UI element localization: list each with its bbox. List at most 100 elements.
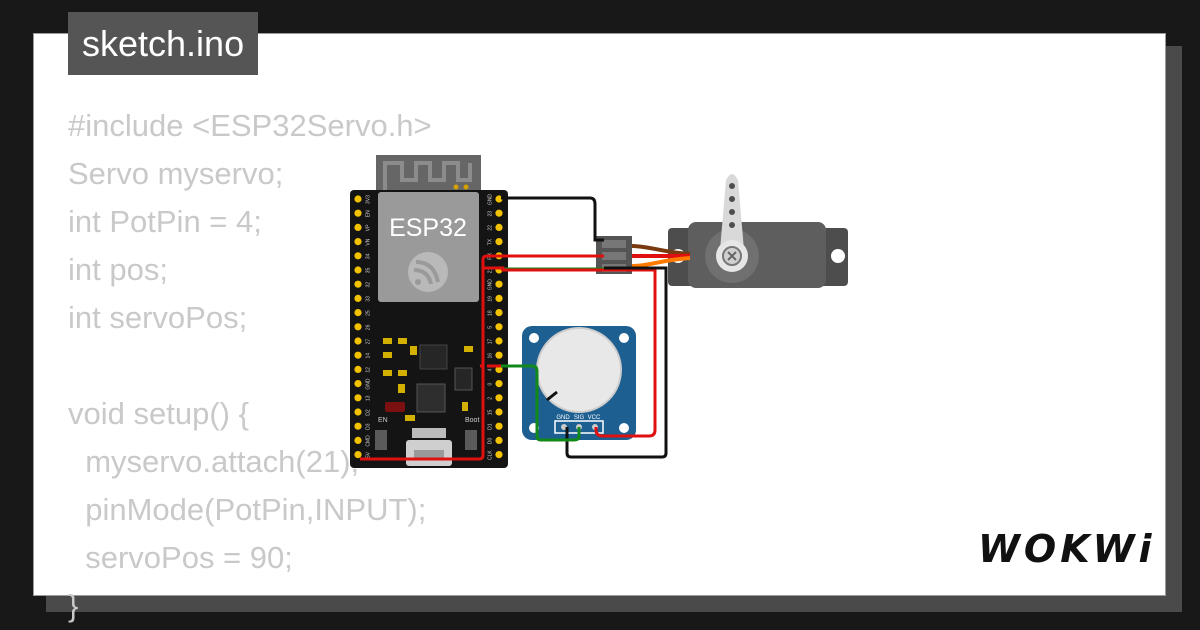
pin-label: 2 xyxy=(488,397,494,400)
code-line: int pos; xyxy=(68,252,168,287)
pin-label: 14 xyxy=(366,353,372,359)
pin-label: 25 xyxy=(366,310,372,316)
pin-dot[interactable] xyxy=(495,451,503,459)
left-pin-header: 3V3ENVPVN343532332526271412GND13D2D3CMD5… xyxy=(354,195,372,459)
pin-dot[interactable] xyxy=(354,380,362,388)
voltage-regulator xyxy=(419,344,448,370)
pin-dot[interactable] xyxy=(495,422,503,430)
pin-label: TX xyxy=(488,238,494,245)
pin-dot[interactable] xyxy=(354,294,362,302)
pin-label: VP xyxy=(366,224,372,231)
pin-dot[interactable] xyxy=(354,280,362,288)
code-line: pinMode(PotPin,INPUT); xyxy=(68,492,427,527)
pin-label: 34 xyxy=(366,253,372,259)
pin-dot[interactable] xyxy=(354,436,362,444)
code-line: } xyxy=(68,588,79,623)
wire-gnd-pot[interactable] xyxy=(565,266,668,459)
pin-label: 17 xyxy=(488,339,494,345)
pin-label: EN xyxy=(366,210,372,217)
pin-dot[interactable] xyxy=(354,422,362,430)
pin-label: GND xyxy=(366,378,372,390)
pin-label: 22 xyxy=(488,225,494,231)
pin-label: 15 xyxy=(488,410,494,416)
pin-label: 35 xyxy=(366,268,372,274)
wokwi-logo[interactable]: WOKWi xyxy=(978,527,1156,571)
pin-label: 16 xyxy=(488,353,494,359)
pin-label: D1 xyxy=(488,423,494,430)
pin-label: 4 xyxy=(488,368,494,371)
pin-dot[interactable] xyxy=(354,351,362,359)
wire-vcc-pot[interactable] xyxy=(483,266,657,438)
potentiometer[interactable]: GND SIG VCC xyxy=(522,326,636,440)
pot-pin-sig: SIG xyxy=(574,415,585,421)
pin-label: D3 xyxy=(366,423,372,430)
pin-label: 0 xyxy=(488,382,494,385)
code-line: void setup() { xyxy=(68,396,249,431)
pin-label: CMD xyxy=(366,435,372,447)
wire-sig-pot[interactable] xyxy=(501,364,581,442)
pin-dot[interactable] xyxy=(495,309,503,317)
pin-dot[interactable] xyxy=(495,380,503,388)
preview-card xyxy=(33,33,1166,596)
pin-label: 26 xyxy=(366,324,372,330)
pin-dot[interactable] xyxy=(354,323,362,331)
pin-dot[interactable] xyxy=(495,337,503,345)
pin-dot[interactable] xyxy=(354,209,362,217)
pin-dot[interactable] xyxy=(495,294,503,302)
pin-dot[interactable] xyxy=(495,351,503,359)
pin-dot[interactable] xyxy=(354,365,362,373)
pin-dot[interactable] xyxy=(495,323,503,331)
pin-label: 3V3 xyxy=(366,195,372,204)
pin-dot[interactable] xyxy=(354,309,362,317)
pin-label: 13 xyxy=(366,395,372,401)
espressif-logo-icon xyxy=(408,252,448,292)
boot-label: Boot xyxy=(465,417,479,424)
pin-dot[interactable] xyxy=(354,266,362,274)
pin-label: 19 xyxy=(488,296,494,302)
antenna-trace xyxy=(383,161,472,190)
pin-label: GND xyxy=(488,279,494,291)
pin-dot[interactable] xyxy=(354,195,362,203)
pin-label: CLK xyxy=(488,450,494,460)
pin-dot[interactable] xyxy=(354,451,362,459)
en-label: EN xyxy=(378,417,388,424)
pin-label: 12 xyxy=(366,367,372,373)
pin-dot[interactable] xyxy=(354,238,362,246)
pin-dot[interactable] xyxy=(495,238,503,246)
pin-label: 18 xyxy=(488,310,494,316)
pin-label: 27 xyxy=(366,339,372,345)
pin-dot[interactable] xyxy=(495,209,503,217)
pin-dot[interactable] xyxy=(495,436,503,444)
filename-tab[interactable]: sketch.ino xyxy=(68,12,259,75)
pin-dot[interactable] xyxy=(495,365,503,373)
pin-label: D2 xyxy=(366,409,372,416)
pin-dot[interactable] xyxy=(354,223,362,231)
boot-button[interactable] xyxy=(465,430,477,450)
pin-dot[interactable] xyxy=(495,394,503,402)
pin-label: D0 xyxy=(488,437,494,444)
pin-dot[interactable] xyxy=(495,223,503,231)
en-button[interactable] xyxy=(375,430,387,450)
pot-pin-gnd: GND xyxy=(556,415,570,421)
pin-dot[interactable] xyxy=(495,280,503,288)
code-preview: #include <ESP32Servo.h> Servo myservo; i… xyxy=(68,102,432,630)
pin-dot[interactable] xyxy=(354,408,362,416)
pin-dot[interactable] xyxy=(354,252,362,260)
code-line: servoPos = 90; xyxy=(68,540,293,575)
pin-label: 33 xyxy=(366,296,372,302)
pin-label: VN xyxy=(366,238,372,245)
esp32-board[interactable]: ESP32 3V3ENVPVN343532332526271412GND13D2… xyxy=(350,155,508,468)
code-line: #include <ESP32Servo.h> xyxy=(68,108,432,143)
pin-dot[interactable] xyxy=(495,195,503,203)
pot-pointer xyxy=(546,390,558,402)
pin-dot[interactable] xyxy=(354,337,362,345)
board-label: ESP32 xyxy=(389,214,467,242)
pin-dot[interactable] xyxy=(354,394,362,402)
pin-dot[interactable] xyxy=(495,408,503,416)
wiring xyxy=(360,196,668,461)
pin-label: 5 xyxy=(488,326,494,329)
wire-5v-servo[interactable] xyxy=(360,254,604,461)
wire-gnd-servo[interactable] xyxy=(501,196,604,242)
